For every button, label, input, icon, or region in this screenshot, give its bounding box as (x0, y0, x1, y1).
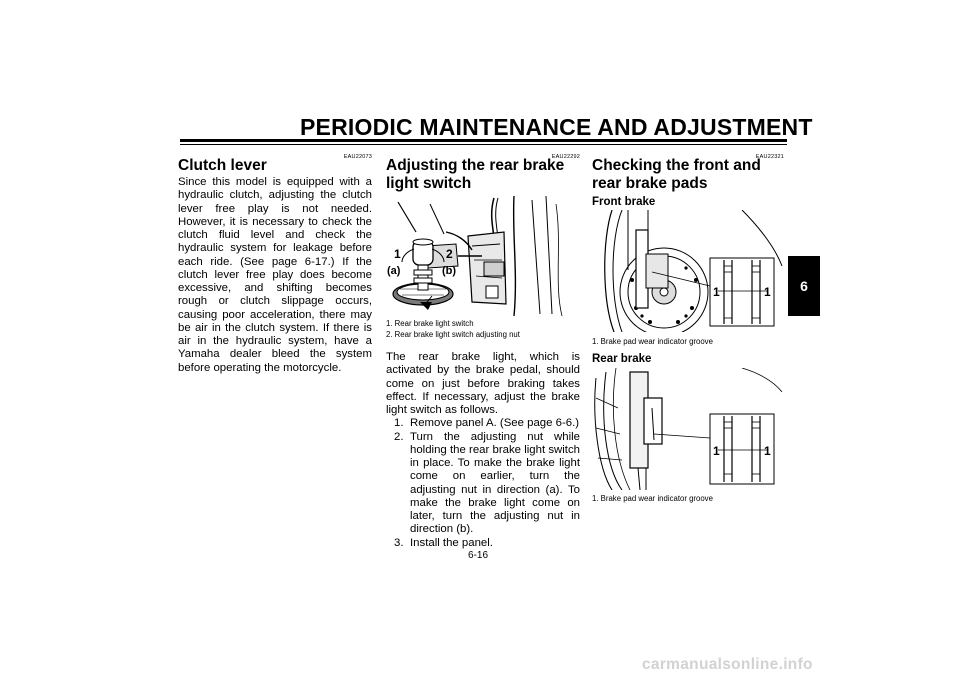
front-callout-right: 1 (764, 285, 771, 299)
callout-1: 1 (394, 247, 401, 261)
list-item: 2. Turn the adjusting nut while holding … (386, 431, 580, 537)
front-brake-caption: 1. Brake pad wear indicator groove (592, 337, 713, 346)
header-rule-thick (180, 139, 787, 142)
front-brake-label: Front brake (592, 196, 656, 208)
brake-pads-section-code: EAU22321 (755, 154, 784, 160)
list-number: 3. (394, 536, 404, 549)
brake-pads-heading: Checking the front and rear brake pads (592, 157, 761, 192)
rear-switch-intro: The rear brake light, which is activated… (386, 351, 580, 416)
list-text: Turn the adjusting nut while holding the… (410, 430, 580, 536)
page-header-title: PERIODIC MAINTENANCE AND ADJUSTMENT (300, 114, 813, 140)
caption-item: 1. Rear brake light switch (386, 319, 474, 328)
chapter-tab: 6 (788, 256, 820, 316)
callout-2: 2 (446, 247, 453, 261)
clutch-body: Since this model is equipped with a hydr… (178, 176, 372, 374)
rear-switch-heading: Adjusting the rear brake light switch (386, 157, 565, 192)
front-callout-left: 1 (713, 285, 720, 299)
list-item: 3. Install the panel. (386, 537, 580, 550)
clutch-heading: Clutch lever (178, 157, 267, 174)
rear-switch-section-code: EAU22292 (551, 154, 580, 160)
callout-direction-a: (a) (387, 265, 401, 277)
rear-brake-caption: 1. Brake pad wear indicator groove (592, 494, 713, 503)
rear-brake-label: Rear brake (592, 353, 652, 365)
list-text: Install the panel. (410, 536, 493, 549)
rear-brake-switch-illustration: 1 2 (a) (b) (386, 194, 580, 316)
list-item: 1. Remove panel A. (See page 6-6.) (386, 417, 580, 430)
watermark-text: carmanualsonline.info (642, 656, 813, 673)
front-brake-illustration: 1 1 (592, 210, 784, 332)
rear-switch-text: The rear brake light, which is activated… (386, 351, 580, 550)
callout-direction-b: (b) (442, 265, 456, 277)
clutch-section-code: EAU22073 (343, 154, 372, 160)
rear-callout-left: 1 (713, 444, 720, 458)
rear-brake-illustration: 1 1 (592, 368, 784, 490)
rear-switch-captions: 1. Rear brake light switch 2. Rear brake… (386, 318, 580, 340)
header-rule-thin (180, 144, 787, 145)
list-number: 1. (394, 417, 404, 430)
list-text: Remove panel A. (See page 6-6.) (410, 417, 580, 430)
list-number: 2. (394, 430, 404, 443)
caption-item: 2. Rear brake light switch adjusting nut (386, 330, 520, 339)
rear-callout-right: 1 (764, 444, 771, 458)
page-number: 6-16 (468, 550, 489, 561)
